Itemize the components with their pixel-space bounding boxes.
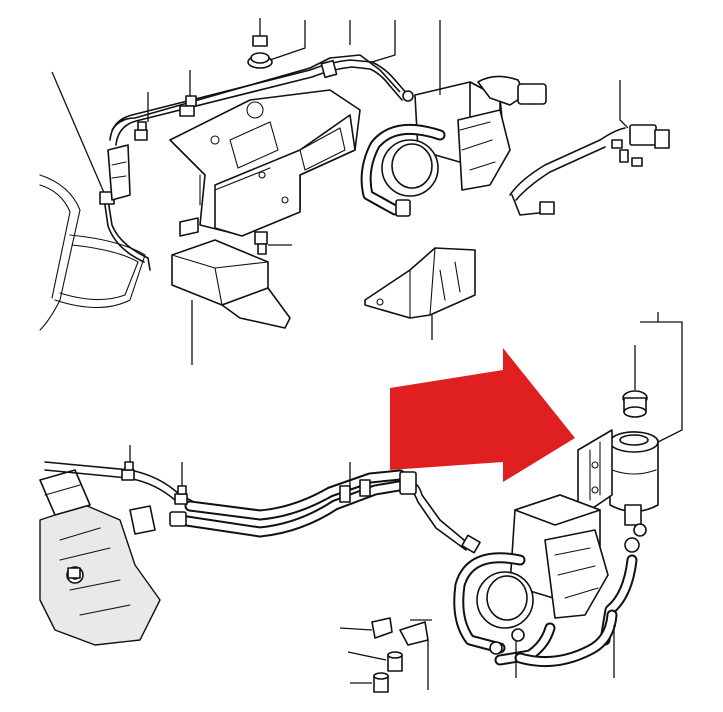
wiring-harness — [509, 80, 670, 216]
brake-fluid-reservoir — [609, 312, 683, 526]
hard-line-top — [109, 59, 414, 146]
abs-modulator-lower — [453, 494, 647, 678]
body-panel-outline — [39, 71, 146, 331]
bolts-left — [134, 70, 197, 141]
clips-bushings — [339, 617, 432, 693]
transmission-housing — [39, 469, 161, 646]
abs-modulator-upper — [360, 20, 547, 217]
reservoir-cap — [622, 345, 648, 418]
bolt-mid — [254, 231, 292, 255]
bolt-upper-1 — [247, 18, 396, 69]
lower-bracket-left — [171, 239, 291, 365]
mounting-bracket-main — [169, 89, 361, 237]
bolts-lower-left — [67, 445, 188, 579]
brake-line-upper — [99, 191, 151, 271]
brake-pipe-lower — [44, 461, 481, 554]
reservoir-bracket — [577, 429, 613, 511]
bracket-center — [364, 247, 476, 340]
red-arrow-indicator — [390, 348, 575, 482]
